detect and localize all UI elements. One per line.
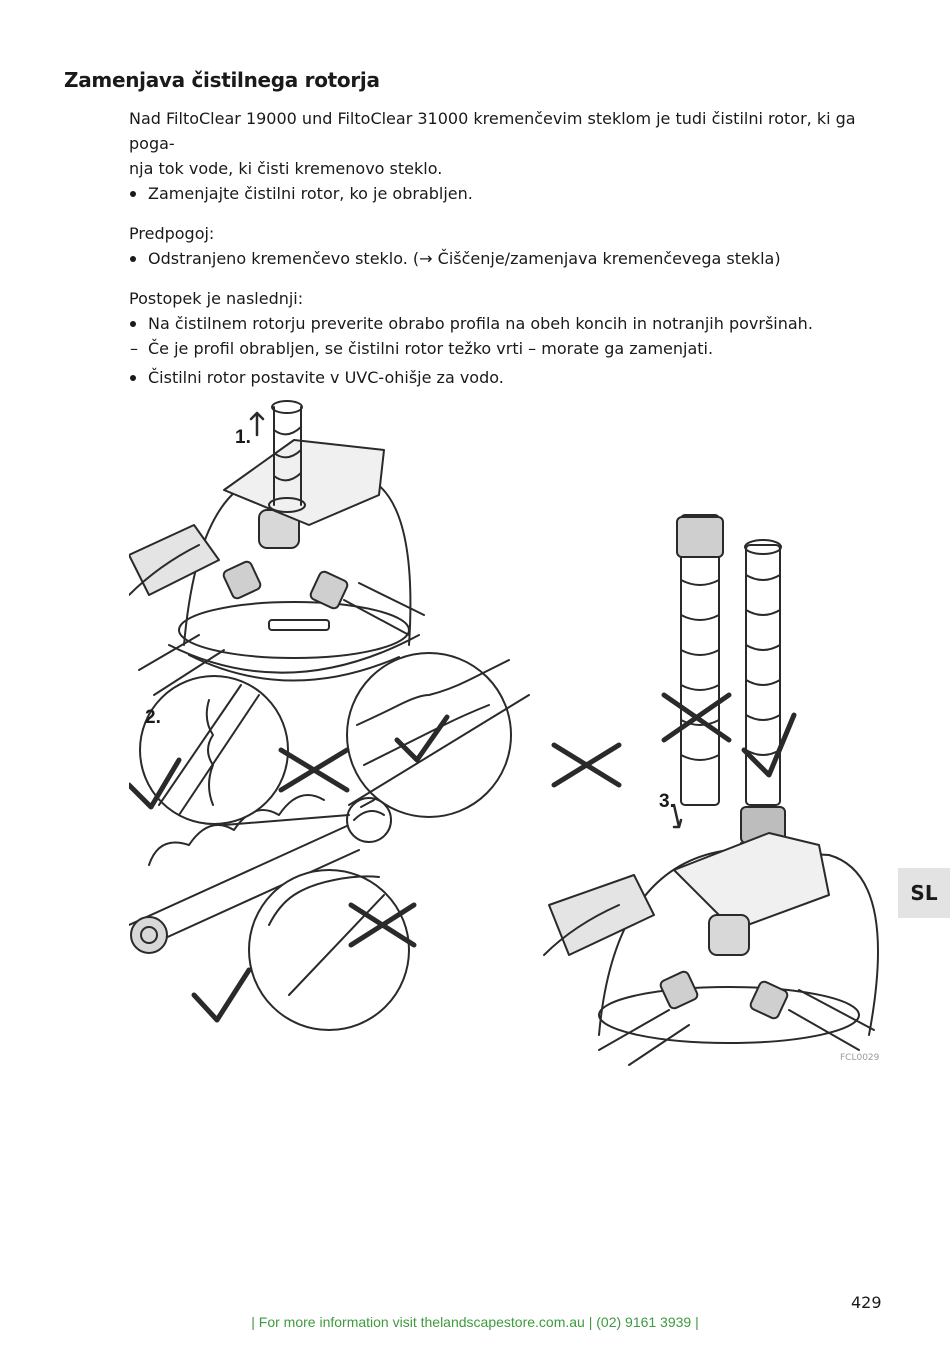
rotor-replacement-illustration: 1. 2. [129,400,879,1066]
cross-mark-2 [551,742,622,788]
verdict-marks [129,692,797,1023]
cross-mark-3 [348,902,417,948]
intro-line-2: nja tok vode, ki čisti kremenovo steklo. [129,159,443,178]
panel-3-rotors [676,514,786,866]
prerequisite-label: Predpogoj: [129,224,215,243]
procedure-label: Postopek je naslednji: [129,289,304,308]
check-mark-4 [741,712,797,778]
panel-2-rotor-details [129,652,530,1031]
instructions: Nad FiltoClear 19000 und FiltoClear 3100… [129,106,874,390]
step-2-label: 2. [145,707,161,728]
step-1-label: 1. [235,427,251,448]
section-heading: Zamenjava čistilnega rotorja [64,68,380,92]
panel-1-housing [129,439,425,696]
check-mark-1 [129,757,182,810]
check-mark-3 [191,967,252,1023]
procedure-substep: Če je profil obrabljen, se čistilni roto… [129,336,874,361]
prerequisite-item: Odstranjeno kremenčevo steklo. (→ Čiščen… [129,246,874,271]
step-3-label: 3. [659,791,675,812]
procedure-step-1: Na čistilnem rotorju preverite obrabo pr… [129,311,874,336]
panel-3-housing [543,803,879,1066]
panel-1-rotor [249,400,306,513]
bullet-replace: Zamenjajte čistilni rotor, ko je obrablj… [129,181,874,206]
procedure-step-2: Čistilni rotor postavite v UVC-ohišje za… [129,365,874,390]
language-tab: SL [898,868,950,918]
page-number: 429 [851,1293,882,1312]
cross-mark-1 [278,747,350,793]
figure-code: FCL0029 [840,1053,880,1063]
check-mark-2 [394,714,450,763]
footer-contact: | For more information visit thelandscap… [251,1314,699,1330]
intro-line-1: Nad FiltoClear 19000 und FiltoClear 3100… [129,109,856,153]
